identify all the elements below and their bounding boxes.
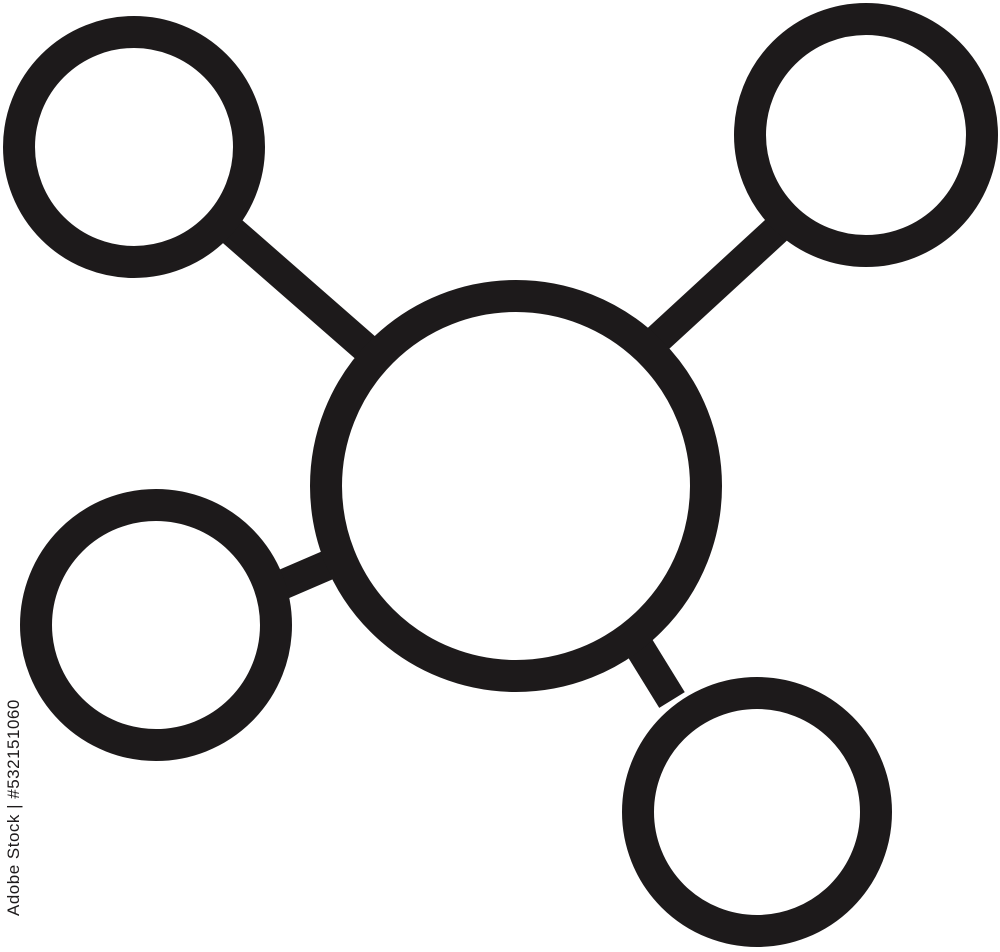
edge-bottom-right: [622, 632, 685, 708]
node-bottom-left: [20, 489, 292, 761]
edge-top-right: [637, 210, 796, 360]
node-center-hub: [310, 280, 722, 692]
edge-top-left: [215, 213, 378, 362]
stock-id-caption: Adobe Stock | #532151060: [4, 699, 23, 916]
node-bottom-right: [622, 677, 892, 947]
node-top-right: [734, 3, 998, 267]
node-top-left: [3, 16, 265, 278]
